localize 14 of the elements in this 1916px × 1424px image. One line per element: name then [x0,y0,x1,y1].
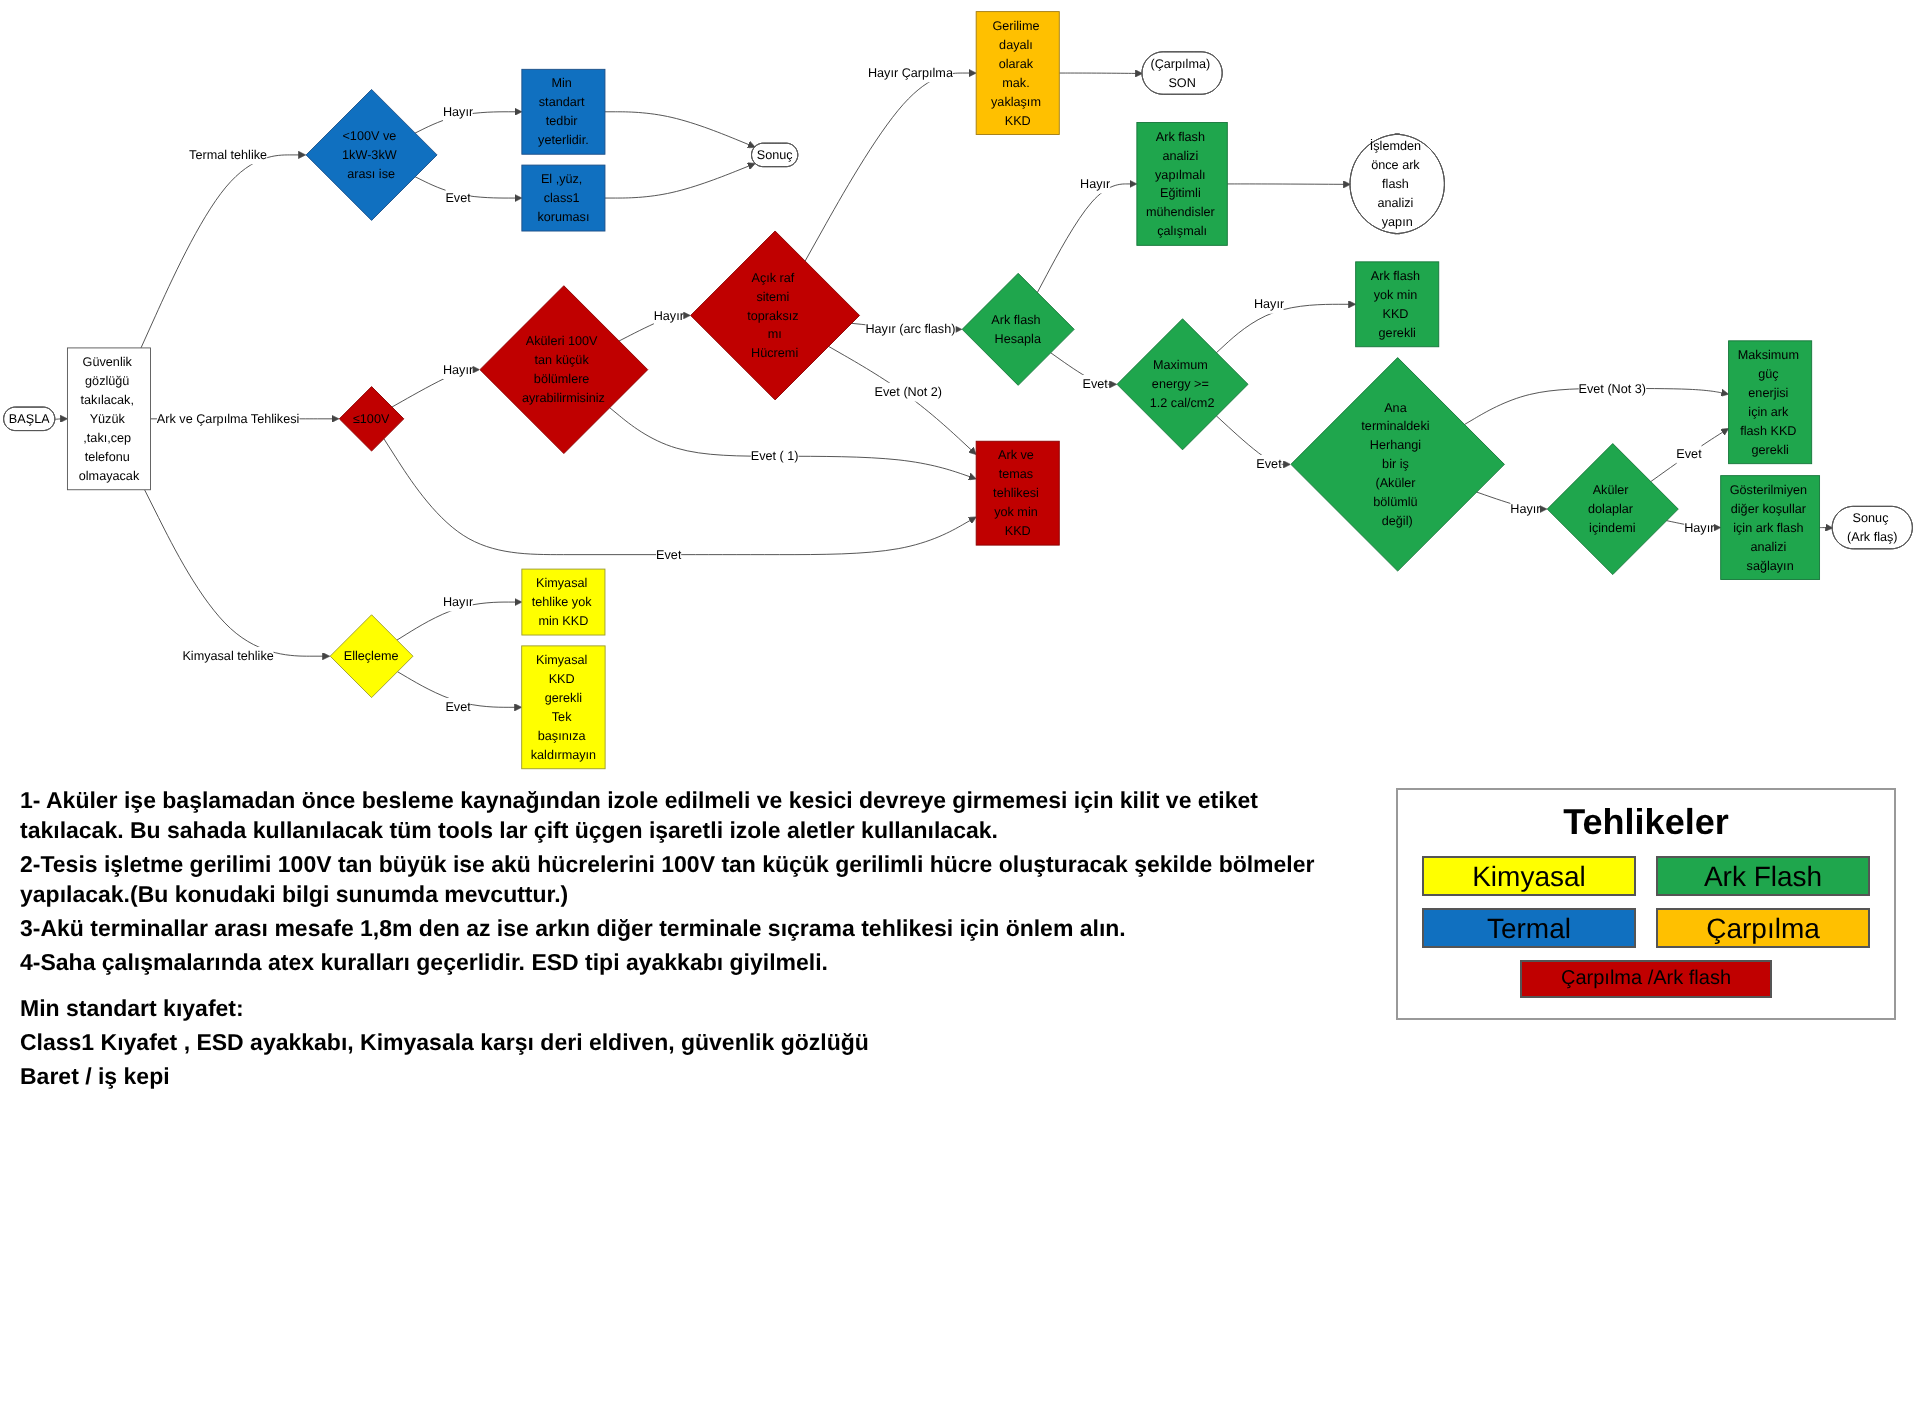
legend-key: Ark Flash [1656,856,1870,897]
legend-key: Termal [1422,908,1636,949]
note-text: 4-Saha çalışmalarında atex kuralları geçerlidir. ESD tipi ayakkabı giyilmeli. [20,949,830,980]
arrow [54,414,68,423]
note-heading: Min standart kıyafet: [20,995,246,1026]
note-text: 1- Aküler işe başlamadan önce besleme kaynağından izole edilmeli ve kesici devreye girmemesi için kilit ve etiket takılacak. Bu sahada kullanılacak tüm tools lar çift üçgen işaretli izole aletler kullanılacak. [20,788,1260,849]
legend-key: Çarpılma [1656,908,1870,949]
note-text: Baret / iş kepi [20,1063,172,1094]
note-text: 3-Akü terminallar arası mesafe 1,8m den az ise arkın diğer terminale sıçrama tehlikesi için önlem alın. [20,915,1128,946]
legend-title: Tehlikeler [1563,802,1729,845]
legend-key: Çarpılma /Ark flash [1520,960,1772,999]
note-text: 2-Tesis işletme gerilimi 100V tan büyük ise akü hücrelerini 100V tan küçük gerilimli hücre oluşturacak şekilde bölmeler yapılacak.(Bu konudaki bilgi sunumda mevcuttur.) [20,852,1317,912]
legend-key: Kimyasal [1422,856,1636,897]
note-text: Class1 Kıyafet , ESD ayakkabı, Kimyasala karşı deri eldiven, güvenlik gözlüğü [20,1029,871,1060]
